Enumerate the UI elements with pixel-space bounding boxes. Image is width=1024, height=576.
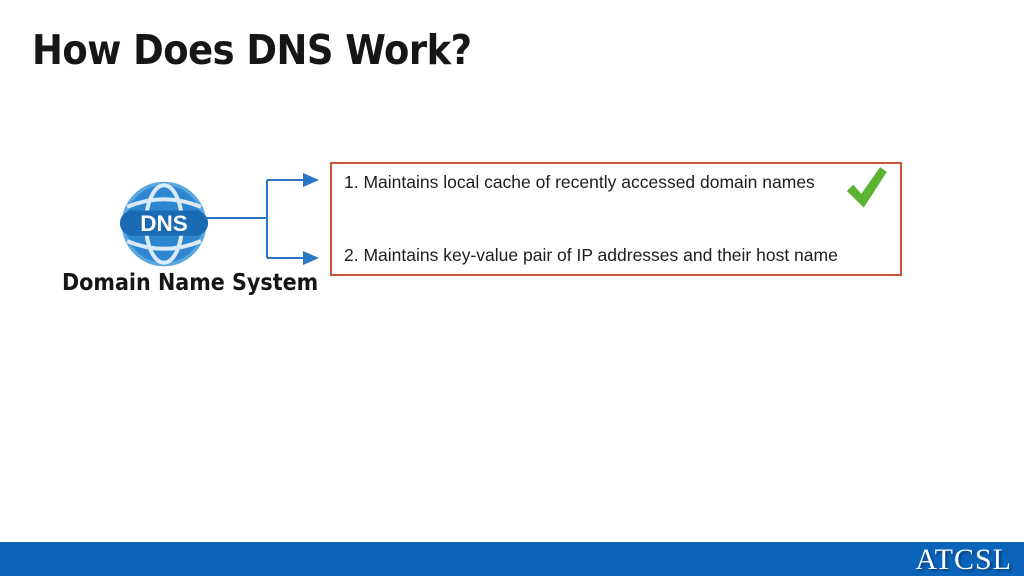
dns-icon-label: DNS (140, 211, 188, 236)
footer-bar: ATCSL (0, 542, 1024, 576)
page-title: How Does DNS Work? (32, 26, 472, 74)
point-1-text: 1. Maintains local cache of recently acc… (344, 172, 815, 192)
dns-globe-icon: DNS (119, 179, 209, 269)
dns-globe-svg: DNS (119, 181, 209, 267)
dns-caption: Domain Name System (62, 270, 319, 296)
dns-points-box: 1. Maintains local cache of recently acc… (330, 162, 902, 276)
footer-logo: ATCSL (915, 543, 1012, 576)
checkmark-icon (842, 166, 892, 212)
point-2-text: 2. Maintains key-value pair of IP addres… (344, 245, 838, 265)
